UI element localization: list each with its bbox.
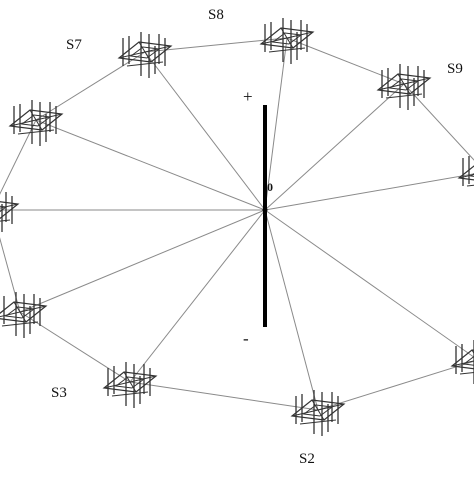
radial-line-s8	[264, 37, 288, 211]
station-label-s9: S9	[447, 61, 463, 77]
station-s2	[290, 390, 346, 436]
radial-lines	[0, 37, 474, 411]
perimeter-line	[19, 311, 131, 383]
perimeter-lines	[0, 37, 474, 411]
perimeter-line	[286, 37, 405, 85]
station-s1	[450, 340, 474, 384]
center-point	[262, 207, 268, 213]
perimeter-line	[0, 119, 37, 195]
radial-line-s6	[35, 119, 266, 211]
sensor-stations	[0, 18, 474, 436]
station-s9	[376, 64, 432, 110]
radial-line-s9	[264, 83, 405, 211]
perimeter-line	[0, 237, 21, 313]
radial-line-s1	[264, 209, 474, 358]
radial-line-s7	[144, 51, 266, 211]
station-s10	[457, 156, 474, 187]
station-s5	[0, 192, 20, 232]
plus-sign: +	[243, 87, 253, 106]
station-label-s8: S8	[208, 7, 224, 23]
origin-label: 0	[267, 180, 273, 194]
station-s6	[8, 100, 64, 146]
radial-line-s2	[264, 209, 319, 411]
radial-line-s3	[129, 209, 266, 383]
perimeter-line	[129, 381, 319, 411]
station-s7	[117, 32, 173, 78]
perimeter-line	[35, 51, 146, 121]
electrode-rod	[262, 105, 268, 327]
radial-line-s10	[264, 173, 474, 211]
perimeter-line	[403, 83, 474, 161]
perimeter-line	[317, 360, 474, 411]
station-s4	[0, 292, 48, 338]
station-s8	[259, 18, 315, 64]
station-label-s7: S7	[66, 37, 82, 53]
radial-line-s4	[19, 209, 266, 313]
station-label-s2: S2	[299, 451, 315, 467]
minus-sign: -	[243, 329, 249, 348]
station-s3	[102, 362, 158, 408]
station-label-s3: S3	[51, 385, 67, 401]
perimeter-line	[144, 37, 288, 53]
